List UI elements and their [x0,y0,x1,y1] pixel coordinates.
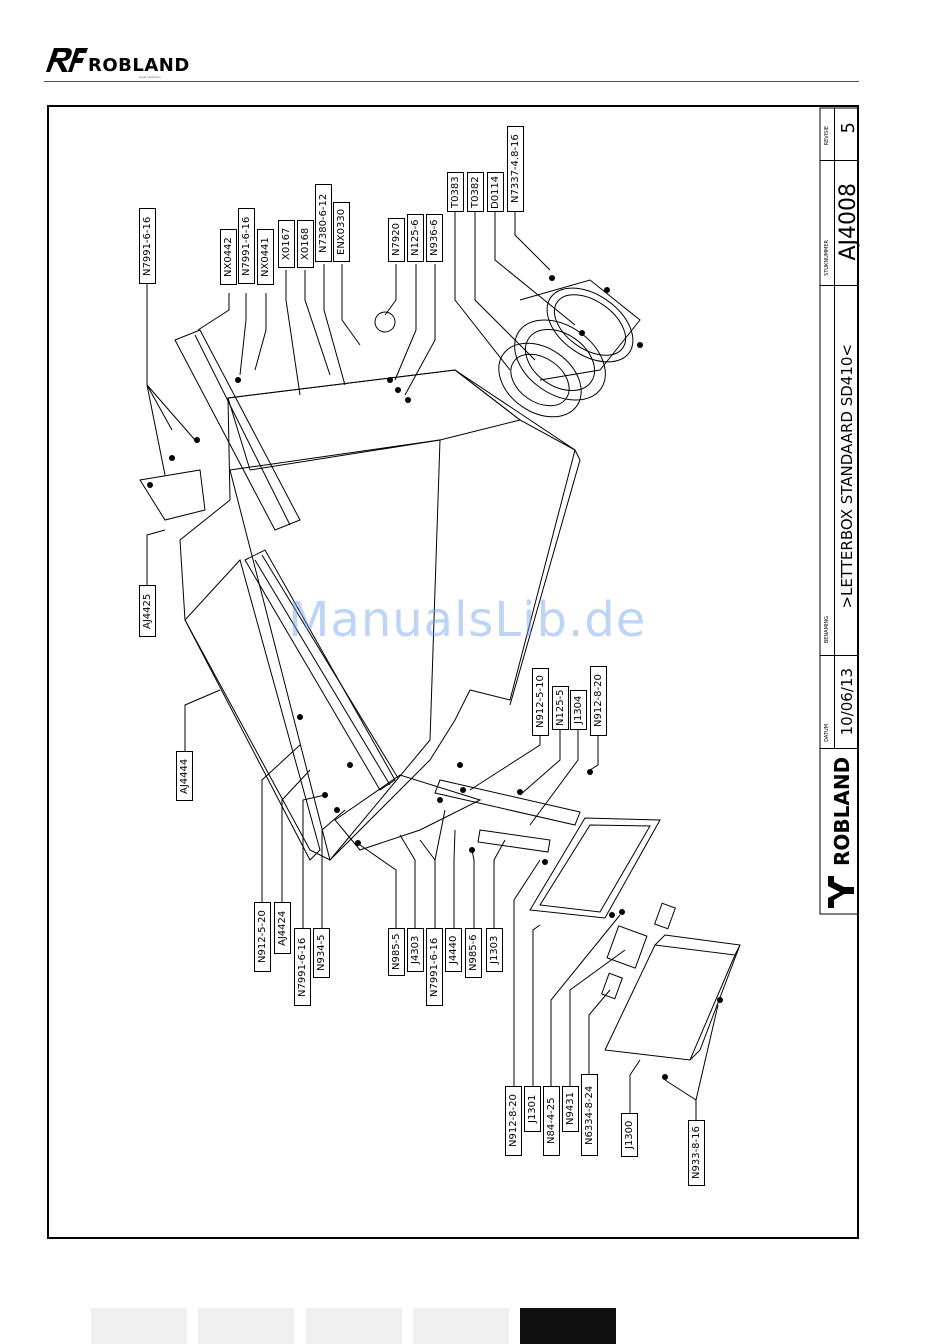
brand-name: ROBLAND [88,55,190,76]
page-tab-active[interactable] [520,1308,616,1344]
callout-label: NX0442 [220,229,237,285]
hopper-top-panel [227,369,522,471]
callout-label: N7991-6-16 [238,208,255,284]
title-block-logo-text: ROBLAND [830,756,854,866]
title-block-divider [820,655,858,656]
callout-label: N9431 [562,1086,579,1132]
callout-label: N125-6 [407,214,424,262]
hopper-front-plate [229,439,441,862]
callout-label: NX0441 [257,229,274,285]
revisie-value: 5 [838,122,859,134]
callout-label: AJ4425 [139,585,156,637]
bottom-bracket [334,774,482,851]
brand-subtext: wood machinery [139,75,161,79]
watermark: ManualsLib.de [288,592,647,648]
clamp-bar [477,829,551,853]
title-block-divider [820,160,858,161]
callout-label: N7337-4.8-16 [507,126,524,212]
title-block-logo-icon [828,876,854,908]
brand-logo: ROBLAND wood machinery [44,44,204,79]
callout-label: J1304 [570,690,587,730]
callout-label: J4303 [407,928,424,972]
stuknummer-value: AJ4008 [836,183,861,261]
callout-label: N7991-6-16 [294,928,311,1006]
callout-label: N934-5 [313,928,330,978]
callout-label: N7991-6-16 [426,928,443,1006]
page-tab[interactable] [91,1308,187,1344]
title-block-divider [820,748,858,749]
header-rule [44,81,859,82]
slot-guide [244,549,396,791]
callout-label: N84-4-25 [543,1086,560,1156]
callout-label: T0383 [447,172,464,212]
page-tab[interactable] [306,1308,402,1344]
hopper-body [179,369,576,861]
callout-label: N985-6 [465,928,482,978]
duct-flange [498,342,582,418]
benaming-value: >LETTERBOX STANDAARD SD410< [838,344,856,609]
side-wall [184,558,321,861]
benaming-label: BENAMING [824,616,830,644]
switch-plate [529,817,661,919]
callout-label: N7920 [388,218,405,262]
callout-label: J1300 [621,1113,638,1157]
datum-label: DATUM [824,724,830,742]
rear-duct [454,369,581,706]
callout-label: N6334-8-24 [581,1074,598,1156]
revisie-label: REVISIE [824,126,830,146]
callout-label: N125-5 [552,686,569,730]
callout-label: AJ4424 [274,902,291,954]
callout-label: N985-5 [388,928,405,976]
title-block-divider [834,108,835,748]
callout-label: N912-8-20 [505,1086,522,1156]
callout-label: T0382 [467,172,484,212]
top-rail [174,329,301,531]
round-knob [374,311,396,333]
page-tab[interactable] [413,1308,509,1344]
switch [606,925,648,969]
title-block-outline [819,107,859,915]
callout-label: N7380-6-12 [315,184,332,262]
hose-adapter [546,287,634,363]
callout-label: N933-8-16 [688,1120,705,1186]
flap-hinge [139,469,206,521]
callout-label: J1301 [524,1086,541,1132]
robland-logo-icon [46,48,88,72]
callout-label: ENX0330 [333,202,350,262]
callout-label: N7991-6-16 [139,208,156,284]
strip-plate [434,779,581,826]
callout-label: AJ4444 [176,751,193,801]
title-block-divider [820,285,858,286]
stuknummer-label: STUKNUMMER [824,240,830,276]
electrical-box [604,944,736,1061]
callout-label: N912-8-20 [590,666,607,736]
callout-label: X0168 [297,220,314,268]
callout-label: D0114 [487,172,504,212]
datum-value: 10/06/13 [838,668,856,736]
callout-label: N912-5-20 [254,902,271,972]
gasket-ring [514,319,606,401]
callout-label: N912-5-10 [532,668,549,736]
callout-label: J4440 [445,928,462,972]
callout-label: N936-6 [426,214,443,262]
callout-label: X0167 [278,220,295,268]
callout-label: J1303 [486,928,503,972]
page-tab[interactable] [198,1308,294,1344]
